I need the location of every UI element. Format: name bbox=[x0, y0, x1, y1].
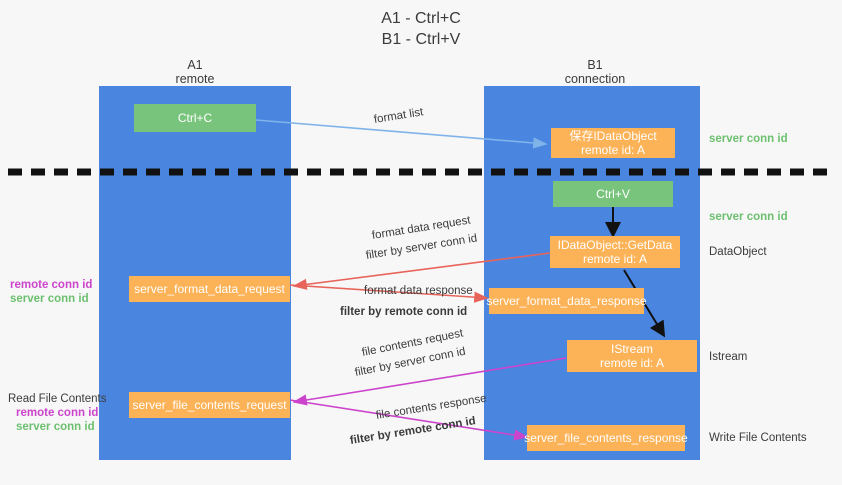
edge-filter-format-response: filter by remote conn id bbox=[340, 305, 467, 319]
node-server-format-data-request[interactable]: server_format_data_request bbox=[129, 276, 290, 302]
node-ctrl-v[interactable]: Ctrl+V bbox=[553, 181, 673, 207]
node-server-format-data-request-label: server_format_data_request bbox=[134, 282, 285, 296]
node-getdata-line1: IDataObject::GetData bbox=[557, 238, 673, 252]
remote-conn-id-inline-1: remote conn id bbox=[384, 306, 468, 318]
edge-label-format-list: format list bbox=[373, 106, 425, 126]
edge-filter-file-response: filter by remote conn id bbox=[349, 414, 477, 448]
filter-by-text-4: filter by bbox=[349, 428, 392, 447]
annotation-server-conn-id-1: server conn id bbox=[709, 133, 788, 145]
annotation-server-conn-id-2: server conn id bbox=[709, 211, 788, 223]
left-server-conn-id-2: server conn id bbox=[16, 421, 95, 433]
node-server-file-contents-response[interactable]: server_file_contents_response bbox=[524, 425, 688, 451]
node-save-dataobject[interactable]: 保存IDataObject remote id: A bbox=[551, 128, 675, 158]
filter-by-text-2: filter by bbox=[340, 306, 382, 318]
lane-b1-subtitle: connection bbox=[564, 72, 626, 86]
node-server-file-contents-request[interactable]: server_file_contents_request bbox=[129, 392, 290, 418]
title-line-2: B1 - Ctrl+V bbox=[381, 31, 461, 48]
node-save-dataobject-line2: remote id: A bbox=[580, 143, 646, 157]
edge-label-format-data-response: format data response bbox=[364, 285, 473, 297]
lane-header-b1: B1 connection bbox=[515, 58, 675, 86]
node-server-file-contents-request-label: server_file_contents_request bbox=[132, 398, 287, 412]
annotation-write-file-contents: Write File Contents bbox=[709, 432, 807, 444]
node-ctrl-c-line1: Ctrl+C bbox=[177, 111, 213, 125]
node-server-format-data-response[interactable]: server_format_data_response bbox=[486, 288, 647, 314]
node-idataobject-getdata[interactable]: IDataObject::GetData remote id: A bbox=[550, 236, 680, 268]
page-title: A1 - Ctrl+C B1 - Ctrl+V bbox=[271, 8, 571, 50]
annotation-conn-ids-upper: remote conn id server conn id bbox=[10, 278, 92, 306]
node-getdata-line2: remote id: A bbox=[582, 252, 648, 266]
node-istream[interactable]: IStream remote id: A bbox=[567, 340, 697, 372]
node-istream-line1: IStream bbox=[610, 342, 653, 356]
node-ctrl-c[interactable]: Ctrl+C bbox=[134, 104, 256, 132]
lane-a1-title: A1 bbox=[187, 58, 203, 72]
remote-conn-id-inline-2: remote conn id bbox=[393, 415, 477, 440]
left-remote-conn-id-1: remote conn id bbox=[10, 279, 93, 291]
annotation-read-file-contents: Read File Contents remote conn id server… bbox=[8, 392, 106, 434]
filter-by-text-1: filter by bbox=[365, 244, 404, 262]
left-remote-conn-id-2: remote conn id bbox=[16, 407, 99, 419]
lane-a1-subtitle: remote bbox=[175, 72, 215, 86]
lane-header-a1: A1 remote bbox=[115, 58, 275, 86]
node-server-file-contents-response-label: server_file_contents_response bbox=[524, 431, 688, 445]
node-save-dataobject-line1: 保存IDataObject bbox=[569, 129, 657, 143]
annotation-dataobject: DataObject bbox=[709, 246, 767, 258]
lane-b1-title: B1 bbox=[587, 58, 603, 72]
node-istream-line2: remote id: A bbox=[599, 356, 665, 370]
left-server-conn-id-1: server conn id bbox=[10, 293, 89, 305]
filter-by-text-3: filter by bbox=[353, 360, 393, 379]
node-server-format-data-response-label: server_format_data_response bbox=[486, 294, 647, 308]
title-line-1: A1 - Ctrl+C bbox=[381, 10, 461, 27]
read-file-contents-heading: Read File Contents bbox=[8, 393, 107, 405]
node-ctrl-v-line1: Ctrl+V bbox=[596, 187, 630, 201]
annotation-istream: Istream bbox=[709, 351, 748, 363]
